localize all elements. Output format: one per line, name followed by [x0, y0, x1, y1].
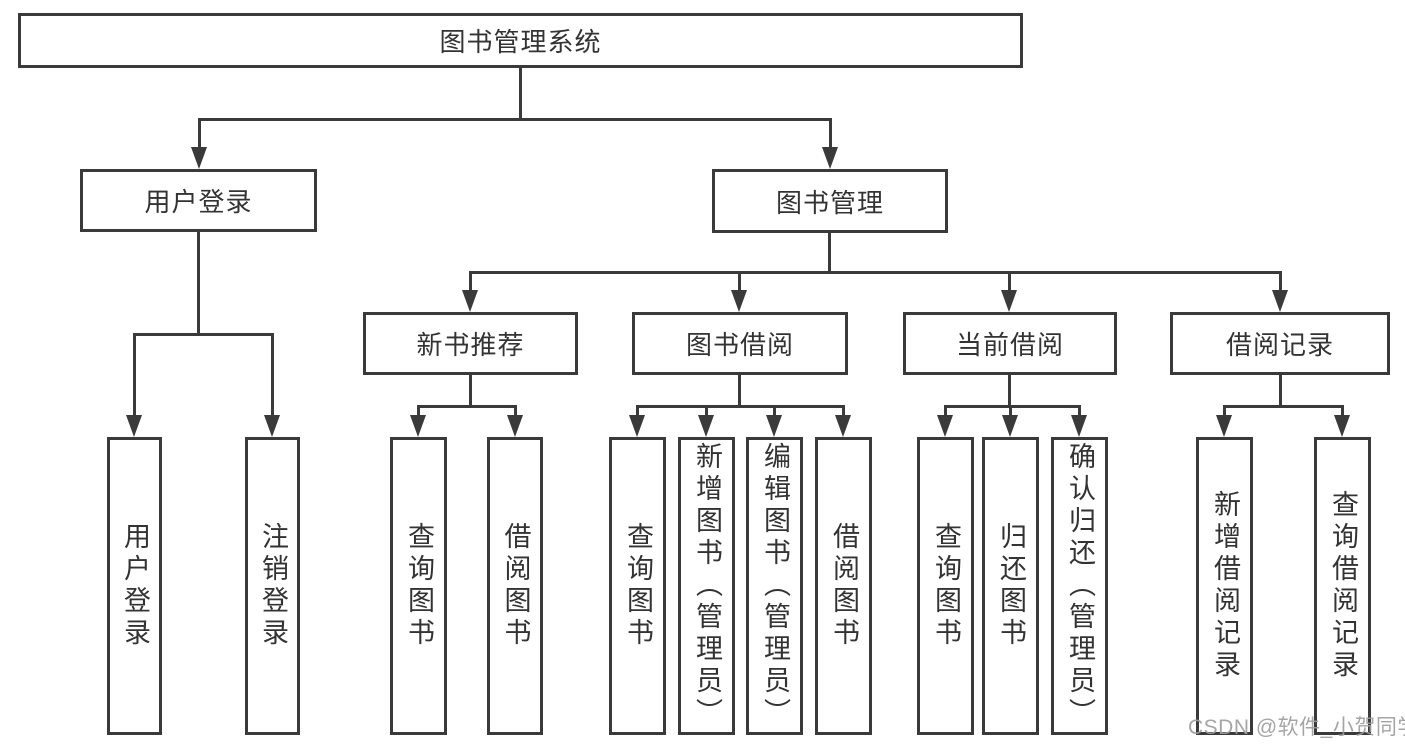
leaf-label: 新增借阅记录 — [1210, 490, 1240, 682]
leaf-label: 查询借阅记录 — [1328, 490, 1358, 682]
node-root: 图书管理系统 — [18, 13, 1023, 68]
edge-stub — [469, 271, 472, 293]
edge-borrow-drop — [738, 375, 741, 407]
leaf-confirm-return-admin: 确认归还（管理员） — [1051, 437, 1108, 735]
leaf-label: 确认归还（管理员） — [1065, 442, 1095, 730]
node-label: 新书推荐 — [416, 330, 525, 360]
node-root-label: 图书管理系统 — [439, 27, 602, 57]
leaf-label: 新增图书（管理员） — [692, 442, 722, 730]
leaf-logout-login: 注销登录 — [245, 437, 300, 735]
node-label: 当前借阅 — [955, 330, 1064, 360]
edge-stub — [1008, 271, 1011, 293]
edge-stub — [133, 333, 136, 417]
edge-root-drop — [519, 68, 522, 120]
edge-userlogin-drop — [197, 232, 200, 334]
edge-records-drop — [1279, 375, 1282, 407]
node-current-borrow: 当前借阅 — [903, 312, 1117, 375]
node-new-book-recommend: 新书推荐 — [363, 312, 578, 375]
edge-stub — [198, 118, 201, 152]
node-label: 借阅记录 — [1225, 330, 1334, 360]
arrow-down-icon — [264, 415, 280, 437]
edge-stub — [944, 405, 947, 419]
leaf-borrow-books-recommend: 借阅图书 — [487, 437, 543, 735]
node-label: 用户登录 — [144, 187, 253, 217]
arrow-down-icon — [822, 147, 838, 169]
arrow-down-icon — [731, 290, 747, 312]
leaf-label: 查询图书 — [931, 522, 961, 650]
leaf-label: 编辑图书（管理员） — [760, 442, 790, 730]
edge-stub — [829, 118, 832, 152]
arrow-down-icon — [410, 415, 426, 437]
arrow-down-icon — [766, 415, 782, 437]
edge-stub — [1223, 405, 1226, 419]
edge-records-bus — [1223, 405, 1344, 408]
edge-stub — [705, 405, 708, 419]
node-borrow-records: 借阅记录 — [1170, 312, 1390, 375]
edge-stub — [271, 333, 274, 417]
edge-current-bus — [944, 405, 1081, 408]
edge-stub — [1341, 405, 1344, 419]
arrow-down-icon — [835, 415, 851, 437]
edge-root-bus — [198, 118, 832, 121]
edge-bookmgmt-bus — [469, 271, 1282, 274]
leaf-label: 查询图书 — [623, 522, 653, 650]
edge-stub — [514, 405, 517, 419]
node-user-login: 用户登录 — [80, 169, 317, 232]
leaf-query-books-recommend: 查询图书 — [390, 437, 447, 735]
edge-stub — [1279, 271, 1282, 293]
edge-stub — [842, 405, 845, 419]
edge-current-drop — [1008, 375, 1011, 407]
edge-userlogin-bus — [133, 333, 274, 336]
arrow-down-icon — [937, 415, 953, 437]
leaf-label: 用户登录 — [120, 522, 150, 650]
edge-bookmgmt-drop — [828, 233, 831, 273]
leaf-edit-books-admin: 编辑图书（管理员） — [746, 437, 803, 735]
arrow-down-icon — [507, 415, 523, 437]
arrow-down-icon — [1002, 415, 1018, 437]
leaf-add-borrow-record: 新增借阅记录 — [1196, 437, 1253, 735]
arrow-down-icon — [126, 415, 142, 437]
node-book-management: 图书管理 — [712, 169, 948, 233]
edge-stub — [636, 405, 639, 419]
node-label: 图书借阅 — [685, 330, 794, 360]
edge-stub — [417, 405, 420, 419]
arrow-down-icon — [629, 415, 645, 437]
edge-recommend-bus — [417, 405, 517, 408]
edge-stub — [1078, 405, 1081, 419]
leaf-add-books-admin: 新增图书（管理员） — [678, 437, 735, 735]
edge-borrow-bus — [636, 405, 845, 408]
leaf-borrow-books-2: 借阅图书 — [815, 437, 872, 735]
leaf-query-books-current: 查询图书 — [917, 437, 974, 735]
arrow-down-icon — [698, 415, 714, 437]
leaf-label: 注销登录 — [258, 522, 288, 650]
leaf-label: 查询图书 — [404, 522, 434, 650]
arrow-down-icon — [462, 290, 478, 312]
watermark: CSDN @软件_小贺同学 — [1188, 716, 1405, 739]
leaf-label: 归还图书 — [996, 522, 1026, 650]
arrow-down-icon — [1001, 290, 1017, 312]
edge-stub — [1009, 405, 1012, 419]
leaf-query-books-borrow: 查询图书 — [609, 437, 666, 735]
edge-stub — [738, 271, 741, 293]
edge-stub — [773, 405, 776, 419]
arrow-down-icon — [1272, 290, 1288, 312]
leaf-return-books: 归还图书 — [982, 437, 1039, 735]
arrow-down-icon — [1334, 415, 1350, 437]
leaf-query-borrow-record: 查询借阅记录 — [1314, 437, 1371, 735]
edge-recommend-drop — [469, 375, 472, 407]
arrow-down-icon — [191, 147, 207, 169]
arrow-down-icon — [1071, 415, 1087, 437]
leaf-label: 借阅图书 — [829, 522, 859, 650]
node-label: 图书管理 — [775, 187, 884, 218]
arrow-down-icon — [1216, 415, 1232, 437]
leaf-user-login: 用户登录 — [107, 437, 162, 735]
leaf-label: 借阅图书 — [500, 522, 531, 650]
node-book-borrow: 图书借阅 — [632, 312, 848, 375]
